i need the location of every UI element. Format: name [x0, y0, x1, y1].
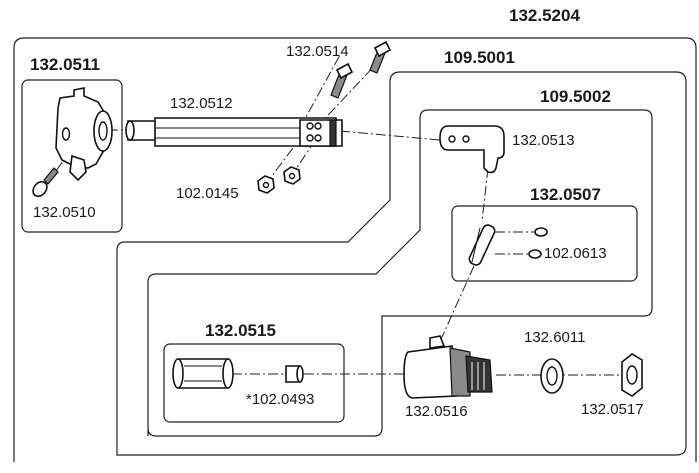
screws-part-132-0514	[330, 40, 392, 99]
label-132-0512: 132.0512	[170, 95, 233, 112]
nuts-part-102-0145	[257, 166, 301, 194]
label-132-5204: 132.5204	[509, 6, 580, 25]
bracket-part-132-0513	[439, 125, 505, 174]
label-102-0613: 102.0613	[544, 245, 607, 262]
label-132-0511: 132.0511	[30, 55, 100, 74]
shaft-part-132-0512	[125, 117, 343, 147]
label-102-0493: *102.0493	[246, 391, 315, 408]
label-132-6011: 132.6011	[524, 329, 586, 346]
bushing-part-132-0515	[172, 358, 234, 389]
box-109-5002	[147, 109, 653, 437]
washer-part-132-6011	[540, 358, 564, 394]
collar-part-132-0511	[55, 87, 113, 182]
label-132-0516: 132.0516	[405, 403, 468, 420]
link-part-132-0507	[468, 224, 496, 266]
pins-part-102-0613	[528, 227, 548, 259]
label-132-0515: 132.0515	[205, 321, 276, 340]
assembly-outline-132-5204	[13, 37, 697, 462]
box-132-0507	[451, 205, 638, 282]
nut-part-132-0517	[621, 353, 643, 397]
sleeve-part-102-0493	[285, 365, 304, 383]
label-109-5001: 109.5001	[444, 48, 515, 67]
label-102-0145: 102.0145	[176, 185, 239, 202]
box-132-0515	[163, 343, 345, 423]
box-109-5001	[116, 71, 687, 456]
label-132-0517: 132.0517	[581, 401, 644, 418]
housing-part-132-0516	[403, 335, 493, 399]
label-132-0510: 132.0510	[33, 204, 96, 221]
label-109-5002: 109.5002	[540, 87, 611, 106]
label-132-0507: 132.0507	[530, 185, 601, 204]
box-132-0511	[21, 79, 123, 233]
label-132-0513: 132.0513	[512, 132, 575, 149]
label-132-0514: 132.0514	[286, 43, 349, 60]
screw-part-132-0510	[32, 167, 59, 198]
